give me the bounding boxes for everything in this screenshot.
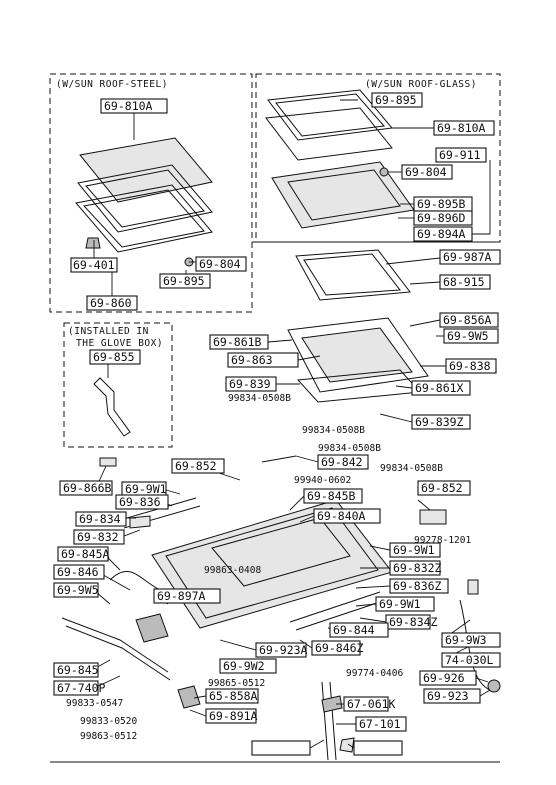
section-borders	[49, 73, 501, 448]
part-code: 99865-0512	[208, 678, 265, 689]
part-label: 69-895B	[417, 197, 466, 211]
section-title-steel: (W/SUN ROOF-STEEL)	[56, 79, 168, 90]
part-label: 69-891A	[209, 709, 258, 723]
part-label: 69-844	[333, 623, 375, 637]
part-label: 69-860	[90, 296, 132, 310]
part-code: 99834-0508B	[318, 443, 381, 454]
part-label: 69-839Z	[415, 415, 464, 429]
part-label: 69-895	[163, 274, 205, 288]
part-code: 99833-0520	[80, 716, 137, 727]
part-label: 69-9W1	[125, 482, 167, 496]
part-label: 69-804	[199, 257, 241, 271]
part-label: 69-9W5	[57, 583, 99, 597]
part-label: 67-740P	[57, 681, 106, 695]
glovebox-wrench	[93, 377, 131, 437]
part-label: 69-896D	[417, 211, 466, 225]
part-label: 69-923A	[259, 643, 308, 657]
glass-sunroof-parts	[265, 89, 429, 403]
part-label: 69-810A	[104, 99, 153, 113]
steel-sunroof-parts	[75, 137, 213, 267]
part-label: 69-840A	[317, 509, 366, 523]
part-label: 74-030L	[445, 653, 494, 667]
part-label: 69-836Z	[393, 579, 442, 593]
part-label: 67-101	[359, 717, 401, 731]
part-label: 69-9W2	[223, 659, 265, 673]
part-label: 69-866B	[63, 481, 112, 495]
glovebox-labels: 69-855	[89, 349, 141, 365]
steel-labels: 69-810A 69-401 69-860 69-804 69-895	[70, 98, 247, 311]
part-label: 69-852	[175, 459, 217, 473]
section-title-glass: (W/SUN ROOF-GLASS)	[365, 79, 477, 90]
part-code: 99863-0512	[80, 731, 137, 742]
mechanism-labels: 99834-0508B 69-842 69-852 69-866B 99834-…	[53, 443, 501, 756]
part-label: 69-846Z	[315, 641, 364, 655]
glass-labels: 69-895 69-810A 69-911 69-804 69-895B 69-…	[371, 92, 495, 242]
part-label: 69-846	[57, 565, 99, 579]
part-label: 69-845A	[61, 547, 110, 561]
part-label: 69-9W1	[379, 597, 421, 611]
part-label: 69-855	[93, 350, 135, 364]
part-label: 69-842	[321, 455, 363, 469]
part-label: 67-061K	[347, 697, 396, 711]
part-label: 69-895	[375, 93, 417, 107]
part-code: 99774-0406	[346, 668, 403, 679]
part-label: 69-834	[79, 512, 121, 526]
part-label: 69-845B	[307, 489, 356, 503]
part-label: 69-894A	[417, 227, 466, 241]
part-label: 69-9W3	[445, 633, 487, 647]
part-label: 69-897A	[157, 589, 206, 603]
glovebox-caption-line1: (INSTALLED IN	[68, 326, 149, 337]
part-label: 69-926	[423, 671, 465, 685]
frame-labels: 69-987A 68-915 69-856A 69-9W5 69-861B 69…	[209, 249, 501, 436]
part-label: 69-9W1	[393, 543, 435, 557]
part-label: 69-852	[421, 481, 463, 495]
glovebox-caption-line2: THE GLOVE BOX)	[76, 338, 163, 349]
part-label: 69-863	[231, 353, 273, 367]
part-label: 69-987A	[443, 250, 492, 264]
part-label: 69-839	[229, 377, 271, 391]
part-label: 69-838	[449, 359, 491, 373]
part-label: 69-856A	[443, 313, 492, 327]
part-code: 99833-0547	[66, 698, 123, 709]
part-label: 69-861B	[213, 335, 262, 349]
part-code: 99863-0408	[204, 565, 261, 576]
part-label: 69-9W5	[447, 329, 489, 343]
part-code: 99834-0508B	[228, 393, 291, 404]
part-code: 99940-0602	[294, 475, 351, 486]
part-label: 69-845	[57, 663, 99, 677]
part-code: 99834-0508B	[302, 425, 365, 436]
part-label: 69-832	[77, 530, 119, 544]
part-label: 69-834Z	[389, 615, 438, 629]
part-code: 99834-0508B	[380, 463, 443, 474]
part-label: 69-923	[427, 689, 469, 703]
part-label: 69-804	[405, 165, 447, 179]
part-label: 69-861X	[415, 381, 464, 395]
part-label: 69-836	[119, 495, 161, 509]
part-label: 68-915	[443, 275, 485, 289]
part-label: 69-810A	[437, 121, 486, 135]
part-label: 69-911	[439, 148, 481, 162]
part-label: 69-401	[73, 258, 115, 272]
part-code: 99278-1201	[414, 535, 471, 546]
part-label: 65-858A	[209, 689, 258, 703]
part-label: 69-832Z	[393, 561, 442, 575]
